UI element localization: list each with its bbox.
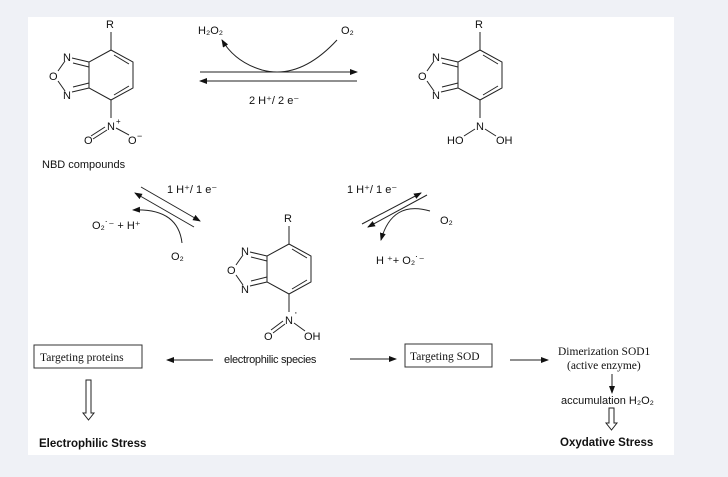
nbd-compound-structure: R N O N N + O O − — [49, 19, 142, 147]
oxydative-stress-label: Oxydative Stress — [560, 437, 653, 449]
h2o2-label: H₂O₂ — [198, 25, 223, 37]
hollow-arrow-down — [604, 407, 619, 431]
atom-o: O — [84, 135, 93, 147]
o2-label: O₂ — [341, 25, 354, 37]
atom-n: N — [432, 52, 440, 64]
hydroxyl-label: OH — [496, 135, 513, 147]
superoxide-label: O₂˙⁻ + H⁺ — [92, 220, 141, 232]
left-equilibrium-arrows — [132, 186, 201, 244]
condition-label: 1 H⁺/ 1 e⁻ — [347, 184, 397, 196]
charge: − — [137, 131, 142, 141]
top-equilibrium-arrows — [199, 39, 358, 84]
o2-label: O₂ — [440, 215, 453, 227]
atom-o: O — [227, 265, 236, 277]
electrophilic-species-label: electrophilic species — [224, 354, 317, 366]
hydroxylamine-structure: R N O N N HO OH — [418, 19, 513, 147]
atom-o: O — [418, 71, 427, 83]
diagram-panel — [28, 17, 674, 455]
hydroxyl-label: OH — [304, 331, 321, 343]
o2-label: O₂ — [171, 251, 184, 263]
hydroxyl-label: HO — [447, 135, 464, 147]
accumulation-label: accumulation H₂O₂ — [561, 395, 654, 407]
hollow-arrow-down — [81, 379, 96, 421]
r-group-label: R — [106, 19, 114, 31]
atom-o: O — [49, 71, 58, 83]
targeting-proteins-label: Targeting proteins — [40, 352, 124, 364]
superoxide-label: H ⁺+ O₂˙⁻ — [376, 255, 425, 267]
r-group-label: R — [284, 213, 292, 225]
dimerization-label: Dimerization SOD1 — [558, 346, 651, 358]
nbd-caption: NBD compounds — [42, 159, 126, 171]
right-equilibrium-arrows — [361, 192, 431, 241]
targeting-proteins-box — [33, 344, 143, 369]
atom-n: N — [432, 90, 440, 102]
atom-n: N — [241, 284, 249, 296]
active-enzyme-label: (active enzyme) — [567, 360, 641, 372]
radical-intermediate-structure: R N O N N · O OH — [227, 213, 321, 343]
atom-n: N — [63, 52, 71, 64]
condition-label: 1 H⁺/ 1 e⁻ — [167, 184, 217, 196]
atom-o: O — [128, 135, 137, 147]
radical-dot: · — [294, 307, 298, 319]
atom-o: O — [264, 331, 273, 343]
atom-n: N — [285, 315, 293, 327]
condition-label: 2 H⁺/ 2 e⁻ — [249, 95, 299, 107]
atom-n: N — [107, 121, 115, 133]
targeting-sod-label: Targeting SOD — [410, 351, 480, 363]
targeting-sod-box — [404, 343, 493, 368]
atom-n: N — [476, 121, 484, 133]
r-group-label: R — [475, 19, 483, 31]
atom-n: N — [63, 90, 71, 102]
atom-n: N — [241, 246, 249, 258]
electrophilic-stress-label: Electrophilic Stress — [39, 438, 146, 450]
charge: + — [116, 117, 121, 126]
